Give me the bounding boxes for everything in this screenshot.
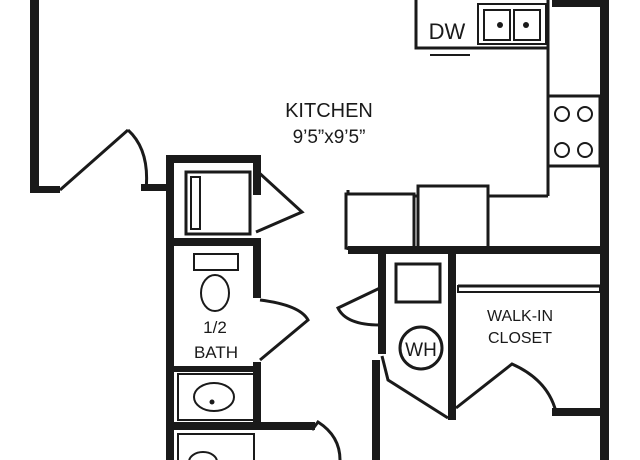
- living-door-swing: [59, 128, 171, 192]
- half-bath-label-line2: BATH: [194, 343, 238, 362]
- kitchen-name: KITCHEN: [285, 100, 373, 122]
- half-bath-walls: [166, 155, 261, 460]
- mid-wall: [166, 155, 608, 254]
- toilet: [193, 253, 239, 312]
- dishwasher-label: DW: [429, 19, 466, 44]
- water-heater-closet: WH: [336, 254, 456, 420]
- water-heater-label: WH: [405, 340, 437, 361]
- walk-in-closet: WALK-IN CLOSET: [455, 284, 608, 416]
- washer: [184, 170, 252, 236]
- closet-door-swing: [254, 168, 305, 234]
- walk-in-closet-label-line1: WALK-IN: [487, 308, 553, 325]
- kitchen-lower-counter: [344, 166, 550, 250]
- kitchen-sink: [477, 3, 547, 45]
- bath-sink: [177, 373, 255, 421]
- kitchen-dimensions: 9’5”x9’5”: [293, 127, 366, 148]
- exterior-walls: [30, 0, 609, 460]
- bottom-door-swing: [261, 360, 380, 460]
- half-bath-label: 1/2 BATH: [194, 318, 238, 362]
- lower-bath-fixture: [177, 433, 255, 460]
- walk-in-closet-label-line2: CLOSET: [488, 330, 552, 347]
- kitchen-stove: [546, 94, 602, 168]
- half-bath-label-line1: 1/2: [203, 318, 227, 337]
- bath-door-swing: [259, 298, 310, 362]
- kitchen-label: KITCHEN 9’5”x9’5”: [285, 100, 373, 148]
